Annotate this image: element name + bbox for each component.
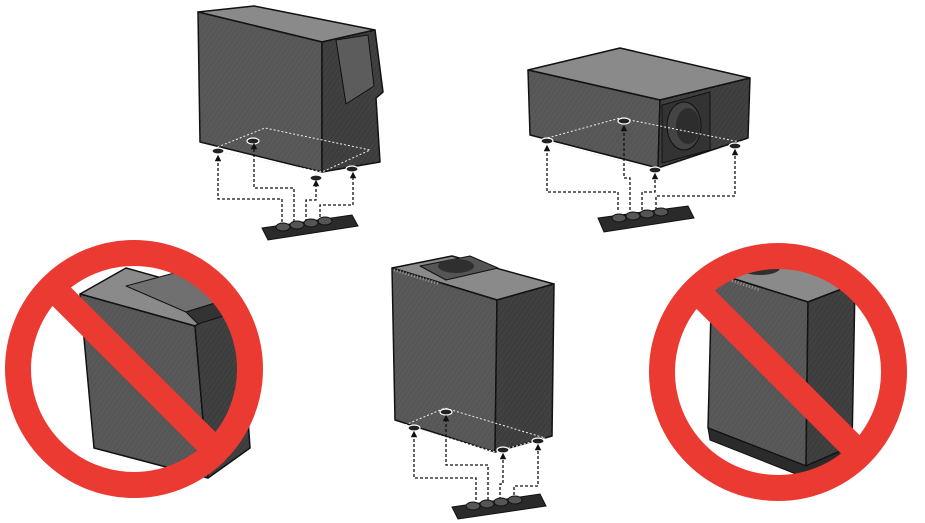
guide-lines-horizontal-side (543, 124, 739, 210)
guide-lines-upright-tall (214, 142, 357, 222)
placement-upside-down (5, 240, 263, 498)
cabinet-horizontal-side (527, 47, 751, 169)
mounting-points-horizontal-side (538, 117, 742, 171)
cabinet-upright-on-end (391, 255, 555, 453)
cabinet-upright-tall (197, 5, 384, 173)
prohibited-icon (5, 240, 263, 498)
rubber-feet-pad-upright-on-end (451, 493, 547, 520)
rubber-feet-pad-upright-tall (261, 214, 359, 241)
feet-holes-upright-on-end (407, 408, 545, 454)
guide-lines-upright-on-end (410, 414, 542, 500)
placement-upright-tall (197, 5, 384, 241)
mounting-points-upright-tall (208, 127, 372, 173)
mounting-points-upright-on-end (403, 407, 547, 453)
placement-upright-on-end (391, 255, 555, 520)
rubber-feet-pad-horizontal-side (597, 205, 695, 233)
placement-upright-raised-top (649, 243, 907, 501)
feet-holes-upright-tall (211, 137, 359, 182)
prohibited-icon (649, 243, 907, 501)
placement-horizontal-side (527, 47, 751, 233)
feet-holes-horizontal-side (540, 117, 742, 174)
